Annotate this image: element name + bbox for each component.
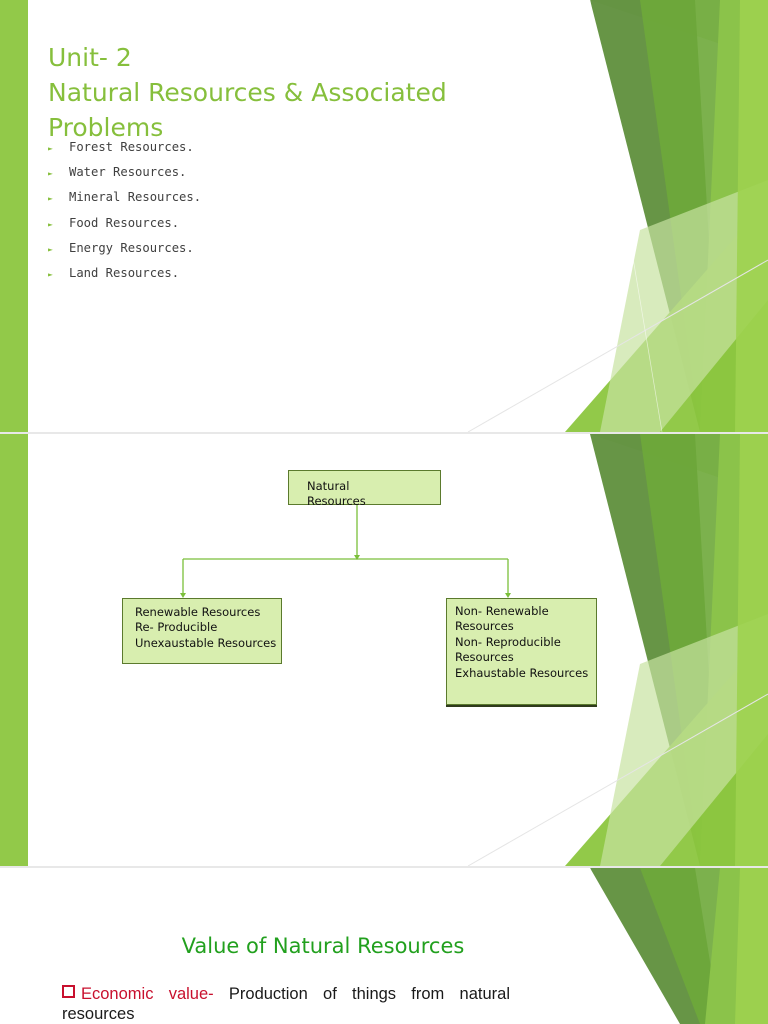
connector-lines xyxy=(180,505,511,598)
value-term: Economic value- xyxy=(81,985,214,1003)
list-item: ► Forest Resources. xyxy=(48,138,201,163)
slide-title: Unit- 2 Natural Resources & Associated P… xyxy=(48,40,447,145)
green-decoration xyxy=(589,868,768,1024)
renewable-box: Renewable Resources Re- Producible Unexa… xyxy=(122,598,282,664)
list-item: ► Land Resources. xyxy=(48,264,201,289)
box-text: Resources xyxy=(455,650,514,665)
list-item-text: Land Resources. xyxy=(69,265,180,280)
box-text: Natural xyxy=(307,479,350,493)
list-item-text: Energy Resources. xyxy=(69,240,194,255)
box-text: Non- Renewable xyxy=(455,604,549,618)
non-renewable-box: Non- Renewable Resources Non- Reproducib… xyxy=(446,598,597,705)
natural-resources-box: Natural Resources xyxy=(288,470,441,508)
list-item: ► Water Resources. xyxy=(48,163,201,188)
box-text: Exhaustable Resources xyxy=(455,665,589,680)
arrow-right-icon: ► xyxy=(48,244,53,254)
slide-2: Natural Resources Renewable Resources Re… xyxy=(0,434,768,866)
box-text: Unexaustable Resources xyxy=(135,635,277,650)
list-item: ► Food Resources. xyxy=(48,214,201,239)
slide-divider xyxy=(0,432,768,434)
green-decoration xyxy=(0,0,768,432)
list-item: ► Mineral Resources. xyxy=(48,188,201,213)
list-item-text: Water Resources. xyxy=(69,165,187,180)
title-line: Unit- 2 xyxy=(48,43,132,72)
box-text: Re- Producible xyxy=(135,620,218,635)
title-line: Problems xyxy=(48,113,164,142)
list-item: ► Energy Resources. xyxy=(48,239,201,264)
list-item-text: Forest Resources. xyxy=(69,140,194,154)
arrow-right-icon: ► xyxy=(48,144,53,153)
slide-1: Unit- 2 Natural Resources & Associated P… xyxy=(0,0,768,432)
left-edge-stripe xyxy=(0,0,28,432)
green-decoration xyxy=(0,434,768,866)
value-item: Economic value- Production of things fro… xyxy=(62,984,510,1024)
arrow-down-icon xyxy=(505,593,511,598)
box-text: Resources xyxy=(455,619,514,634)
arrow-right-icon: ► xyxy=(48,169,53,179)
arrow-down-icon xyxy=(354,555,360,560)
title-line: Natural Resources & Associated xyxy=(48,78,447,107)
box-text: Non- Reproducible xyxy=(455,634,561,649)
checkbox-icon xyxy=(62,985,75,998)
slide-heading: Value of Natural Resources xyxy=(181,934,465,958)
box-text: Resources xyxy=(307,494,366,509)
list-item-text: Food Resources. xyxy=(69,215,180,230)
box-text: Renewable Resources xyxy=(135,605,261,619)
list-item-text: Mineral Resources. xyxy=(69,190,202,205)
arrow-right-icon: ► xyxy=(48,269,53,279)
value-description: Production of things from natural resour… xyxy=(62,985,510,1023)
resource-list: ► Forest Resources. ► Water Resources. ► Mi… xyxy=(48,138,201,289)
arrow-right-icon: ► xyxy=(48,219,53,229)
slide-3: Value of Natural Resources Economic valu… xyxy=(0,868,768,1024)
arrow-down-icon xyxy=(180,593,186,598)
slide-divider xyxy=(0,866,768,868)
arrow-right-icon: ► xyxy=(48,194,53,204)
